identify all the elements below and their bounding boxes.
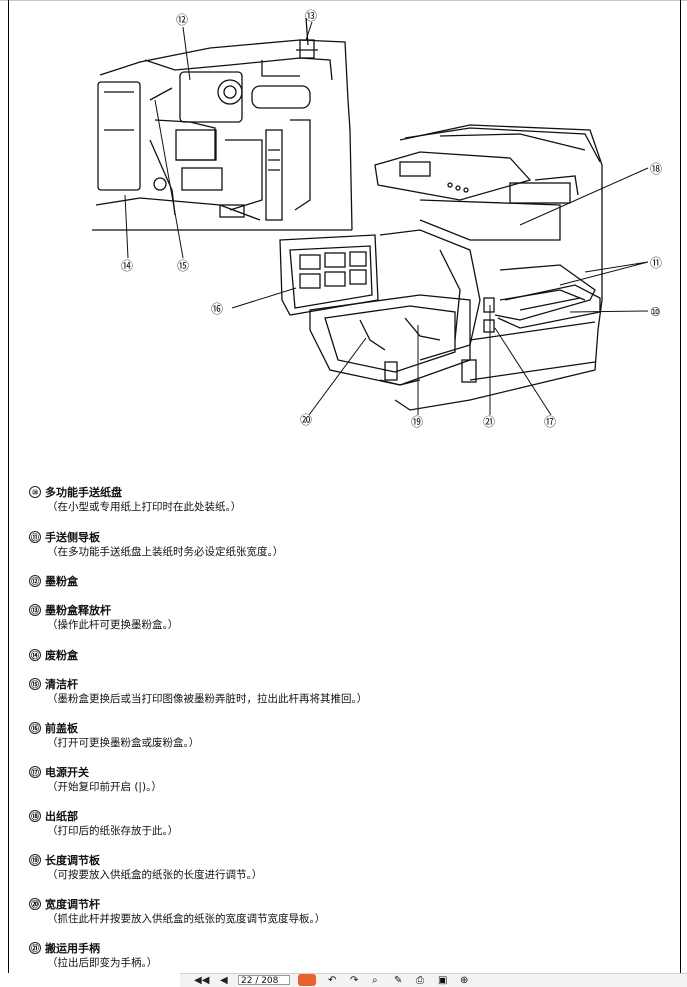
part-title: 电源开关 (45, 766, 89, 779)
part-note: （在小型或专用纸上打印时在此处装纸。） (47, 501, 242, 513)
part-note: （开始复印前开启 (|)。） (47, 781, 162, 793)
first-page-button[interactable]: ◀◀ (194, 975, 210, 986)
part-number: ⑲ (29, 854, 41, 866)
part-number: ⑭ (29, 649, 41, 661)
callout-19: ⑲ (411, 415, 423, 429)
page-number-field[interactable]: 22 / 208 (238, 975, 290, 986)
callout-18: ⑱ (650, 162, 662, 176)
forward-icon[interactable]: ↷ (350, 975, 359, 986)
part-number: ⑰ (29, 766, 41, 778)
part-number: ㉑ (29, 942, 41, 954)
zoom-icon[interactable]: ⊕ (460, 975, 469, 986)
part-number: ⑪ (29, 531, 41, 543)
part-title: 清洁杆 (45, 678, 78, 691)
part-title: 废粉盒 (45, 649, 78, 662)
copier-illustration: ⑫ ⑬ ⑭ ⑮ ⑯ ⑱ ⑪ ⑩ ⑳ ⑲ ㉑ ⑰ (92, 9, 662, 429)
part-title: 墨粉盒释放杆 (45, 604, 111, 617)
callout-20: ⑳ (300, 413, 312, 427)
part-note: （可按要放入供纸盒的纸张的长度进行调节。） (47, 869, 263, 881)
bypass-tray (497, 284, 601, 329)
part-note: （抓住此杆并按要放入供纸盒的纸张的宽度调节宽度导板。） (47, 913, 326, 925)
callout-13: ⑬ (305, 9, 317, 23)
callout-21: ㉑ (483, 415, 495, 429)
print-icon[interactable]: ⎙ (416, 975, 424, 986)
page-frame-left (8, 0, 9, 973)
part-number: ⑯ (29, 722, 41, 734)
leader-lines (124, 21, 649, 416)
part-note: （操作此杆可更换墨粉盒。） (47, 619, 179, 631)
prev-page-button[interactable]: ◀ (220, 975, 228, 986)
part-title: 出纸部 (45, 810, 78, 823)
part-title: 宽度调节杆 (45, 898, 100, 911)
app-logo-icon (298, 974, 316, 986)
part-note: （墨粉盒更换后或当打印图像被墨粉弄脏时，拉出此杆再将其推回。） (47, 693, 368, 705)
part-title: 长度调节板 (45, 854, 100, 867)
find-icon[interactable]: ⌕ (372, 975, 378, 986)
part-number: ⑬ (29, 604, 41, 616)
callout-14: ⑭ (121, 259, 133, 273)
part-number: ⑩ (29, 486, 41, 498)
part-note: （拉出后即变为手柄。） (47, 957, 158, 969)
part-number: ⑱ (29, 810, 41, 822)
paper-drawer (309, 294, 471, 386)
callout-12: ⑫ (176, 13, 188, 27)
callout-11: ⑪ (650, 256, 662, 270)
part-note: （打开可更换墨粉盒或废粉盒。） (47, 737, 200, 749)
part-title: 前盖板 (45, 722, 78, 735)
save-icon[interactable]: ▣ (438, 975, 448, 986)
tool-icon[interactable]: ✎ (394, 975, 403, 986)
part-title: 多功能手送纸盘 (45, 486, 122, 499)
page-frame-right (680, 0, 681, 973)
viewer-toolbar: ◀◀ ◀ 22 / 208 ↶ ↷ ⌕ ✎ ⎙ ▣ ⊕ (180, 973, 687, 987)
callout-15: ⑮ (177, 259, 189, 273)
callout-10: ⑩ (650, 305, 661, 319)
part-title: 手送侧导板 (45, 531, 100, 544)
part-note: （在多功能手送纸盘上装纸时务必设定纸张宽度。） (47, 546, 284, 558)
part-number: ⑫ (29, 575, 41, 587)
page-frame-top (0, 0, 687, 1)
copier-main-body (374, 124, 603, 411)
back-icon[interactable]: ↶ (328, 975, 337, 986)
part-number: ⑮ (29, 678, 41, 690)
part-title: 搬运用手柄 (45, 942, 100, 955)
part-number: ⑳ (29, 898, 41, 910)
part-note: （打印后的纸张存放于此。） (47, 825, 179, 837)
callout-16: ⑯ (211, 302, 223, 316)
callout-17: ⑰ (544, 415, 556, 429)
callout-numbers: ⑫ ⑬ ⑭ ⑮ ⑯ ⑱ ⑪ ⑩ ⑳ ⑲ ㉑ ⑰ (121, 9, 662, 429)
part-title: 墨粉盒 (45, 575, 78, 588)
inset-detail-view (92, 17, 353, 231)
